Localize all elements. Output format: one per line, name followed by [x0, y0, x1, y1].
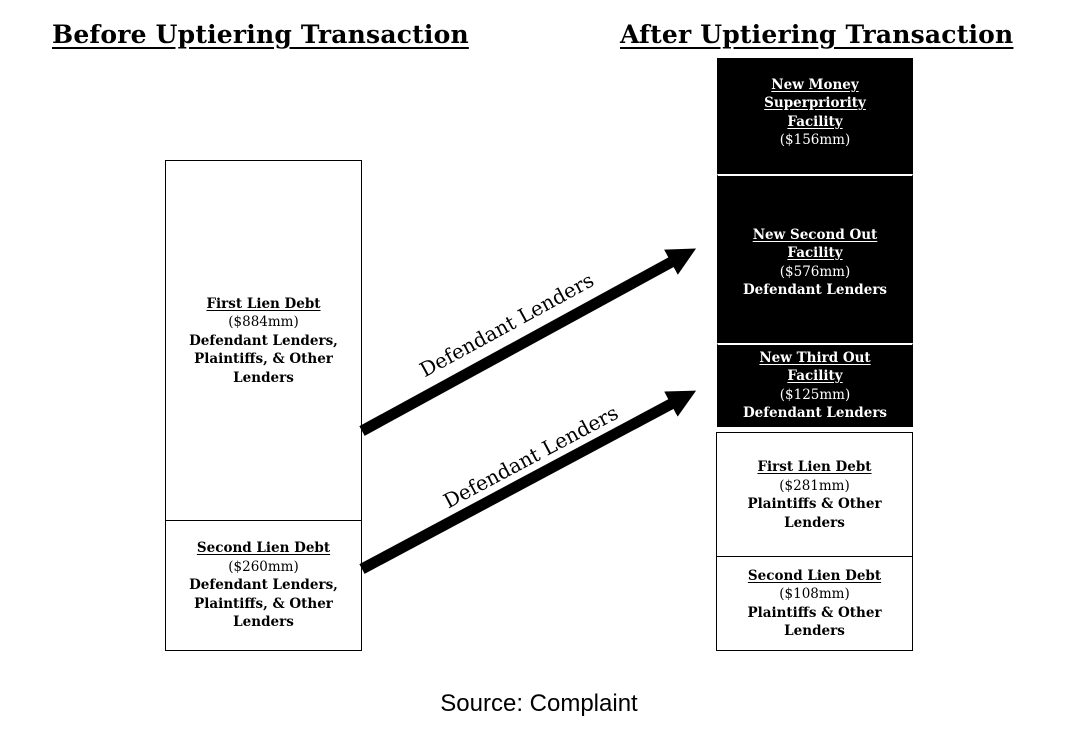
after-new-money-title-3: Facility [787, 113, 843, 130]
upper-arrow-label: Defendant Lenders [416, 268, 598, 382]
after-third-out-holders: Defendant Lenders [742, 405, 888, 421]
before-first-lien-holders-2: Plaintiffs, & Other [194, 351, 333, 368]
after-second-out-box: New Second Out Facility ($576mm) Defenda… [717, 174, 913, 344]
before-first-lien-holders-3: Lenders [233, 369, 294, 386]
before-second-lien-holders-3: Lenders [233, 614, 294, 631]
after-third-out-title-2: Facility [787, 368, 843, 384]
after-third-out-box: New Third Out Facility ($125mm) Defendan… [717, 343, 913, 427]
after-second-lien-title: Second Lien Debt [747, 567, 882, 584]
after-new-money-title-1: New Money [771, 76, 859, 93]
after-first-lien-holders-2: Lenders [784, 514, 845, 531]
after-second-lien-holders-1: Plaintiffs & Other [747, 604, 882, 621]
before-heading: Before Uptiering Transaction [52, 20, 469, 49]
after-second-out-amount: ($576mm) [779, 263, 851, 280]
before-second-lien-holders-1: Defendant Lenders, [189, 577, 338, 594]
before-first-lien-holders-1: Defendant Lenders, [189, 332, 338, 349]
after-second-out-holders: Defendant Lenders [742, 282, 888, 298]
after-second-lien-amount: ($108mm) [779, 586, 850, 602]
after-second-lien-holders-2: Lenders [784, 623, 845, 639]
before-first-lien-box: First Lien Debt ($884mm) Defendant Lende… [165, 160, 362, 522]
before-second-lien-box: Second Lien Debt ($260mm) Defendant Lend… [165, 520, 362, 651]
before-first-lien-amount: ($884mm) [228, 314, 299, 331]
after-first-lien-box: First Lien Debt ($281mm) Plaintiffs & Ot… [716, 432, 913, 558]
after-new-money-title-2: Superpriority [764, 95, 866, 111]
before-second-lien-holders-2: Plaintiffs, & Other [194, 595, 333, 612]
after-new-money-amount: ($156mm) [779, 132, 851, 148]
lower-arrow [359, 390, 697, 574]
after-first-lien-holders-1: Plaintiffs & Other [747, 496, 882, 512]
after-second-lien-box: Second Lien Debt ($108mm) Plaintiffs & O… [716, 556, 913, 651]
after-first-lien-title: First Lien Debt [757, 459, 872, 475]
before-first-lien-title: First Lien Debt [206, 295, 321, 312]
source-caption: Source: Complaint [440, 690, 638, 717]
before-second-lien-amount: ($260mm) [228, 558, 299, 575]
after-second-out-title-2: Facility [787, 245, 843, 261]
after-third-out-title-1: New Third Out [759, 349, 871, 366]
upper-arrow [359, 248, 697, 436]
after-first-lien-amount: ($281mm) [779, 477, 850, 494]
after-new-money-box: New Money Superpriority Facility ($156mm… [717, 58, 913, 175]
after-heading: After Uptiering Transaction [620, 20, 1014, 49]
after-third-out-amount: ($125mm) [779, 386, 851, 403]
before-second-lien-title: Second Lien Debt [196, 540, 331, 557]
lower-arrow-label: Defendant Lenders [439, 400, 622, 513]
after-second-out-title-1: New Second Out [752, 226, 878, 243]
